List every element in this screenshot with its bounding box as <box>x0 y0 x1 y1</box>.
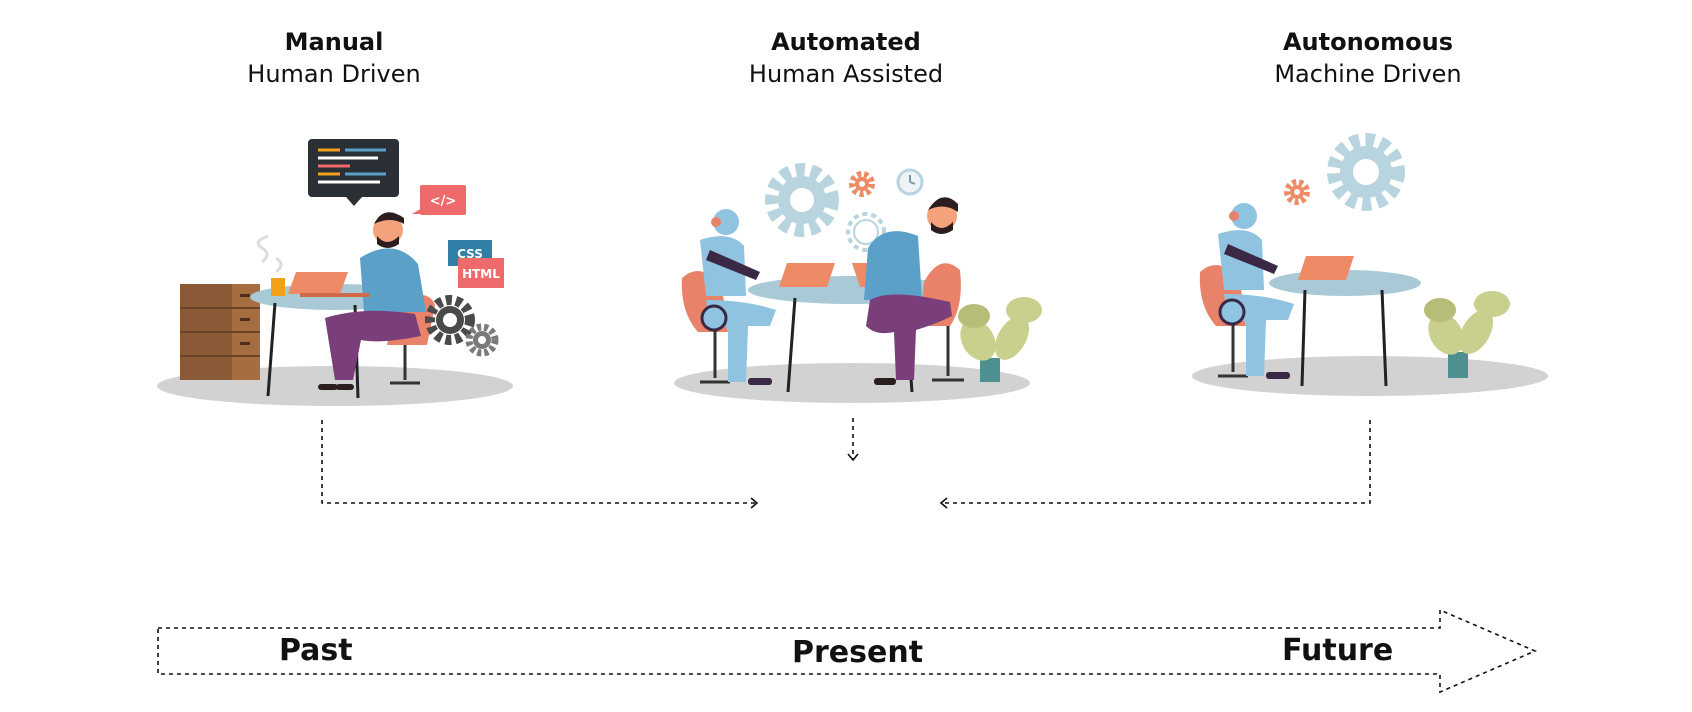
html-badge: HTML <box>458 258 504 288</box>
gear-icon <box>465 323 499 357</box>
arrow-manual-to-present <box>321 420 759 509</box>
column-automated-heading: Automated Human Assisted <box>666 26 1026 90</box>
html-badge-text: HTML <box>462 267 500 281</box>
developer-figure <box>318 212 426 390</box>
gear-icon <box>1284 179 1310 205</box>
code-tag-badge: </> <box>412 185 466 215</box>
manual-illustration: </> CSS HTML <box>157 139 513 406</box>
column-title: Autonomous <box>1282 28 1454 56</box>
arrow-autonomous-to-present <box>939 420 1371 509</box>
code-tag-text: </> <box>430 194 457 209</box>
code-bubble-icon <box>308 139 399 206</box>
automated-illustration <box>674 163 1042 403</box>
timeline-label-past: Past <box>279 633 353 668</box>
column-title: Automated <box>771 28 921 56</box>
column-title: Manual <box>284 28 384 56</box>
column-subtitle: Machine Driven <box>1274 60 1462 88</box>
gear-icon <box>849 171 875 197</box>
laptop-icon <box>1298 256 1354 280</box>
gear-icon <box>765 163 839 237</box>
clock-icon <box>896 168 924 196</box>
css-badge-text: CSS <box>457 247 483 261</box>
column-subtitle: Human Assisted <box>748 60 944 88</box>
column-autonomous-heading: Autonomous Machine Driven <box>1188 26 1548 90</box>
timeline-arrow <box>157 608 1538 694</box>
plant-icon <box>1424 291 1510 378</box>
column-subtitle: Human Driven <box>247 60 421 88</box>
robot-figure <box>700 209 776 385</box>
coffee-cup-icon <box>271 278 285 296</box>
laptop-icon <box>288 272 348 294</box>
laptop-icon <box>779 263 835 287</box>
floor-shadow <box>674 363 1030 403</box>
column-manual-heading: Manual Human Driven <box>154 26 514 90</box>
timeline-label-present: Present <box>792 635 924 670</box>
timeline-label-future: Future <box>1282 633 1394 668</box>
connector-arrows <box>321 418 1371 509</box>
drawer-cabinet-icon <box>180 284 260 380</box>
autonomous-illustration <box>1192 133 1548 396</box>
gear-icon <box>425 295 475 345</box>
gear-icon <box>1327 133 1405 211</box>
robot-figure <box>1218 203 1294 379</box>
plant-icon <box>958 297 1042 382</box>
gear-icon <box>846 212 886 252</box>
developer-figure <box>864 197 958 385</box>
